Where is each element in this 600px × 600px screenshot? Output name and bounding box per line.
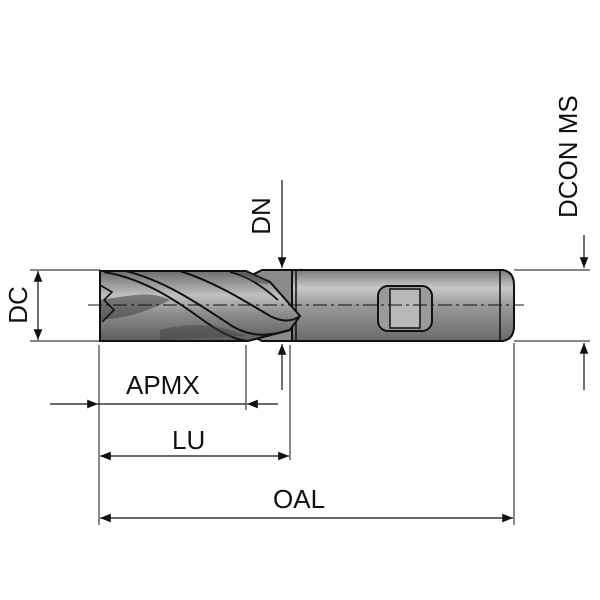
- apmx-label: APMX: [126, 370, 200, 400]
- extension-lines: [30, 269, 590, 525]
- weldon-flat: [377, 285, 433, 332]
- fluted-cutting-part: [99, 270, 302, 342]
- lu-label: LU: [172, 425, 206, 455]
- oal-label: OAL: [273, 484, 326, 514]
- dc-label: DC: [3, 286, 33, 324]
- dn-label: DN: [246, 197, 276, 235]
- dcon-ms-label: DCON MS: [553, 95, 583, 218]
